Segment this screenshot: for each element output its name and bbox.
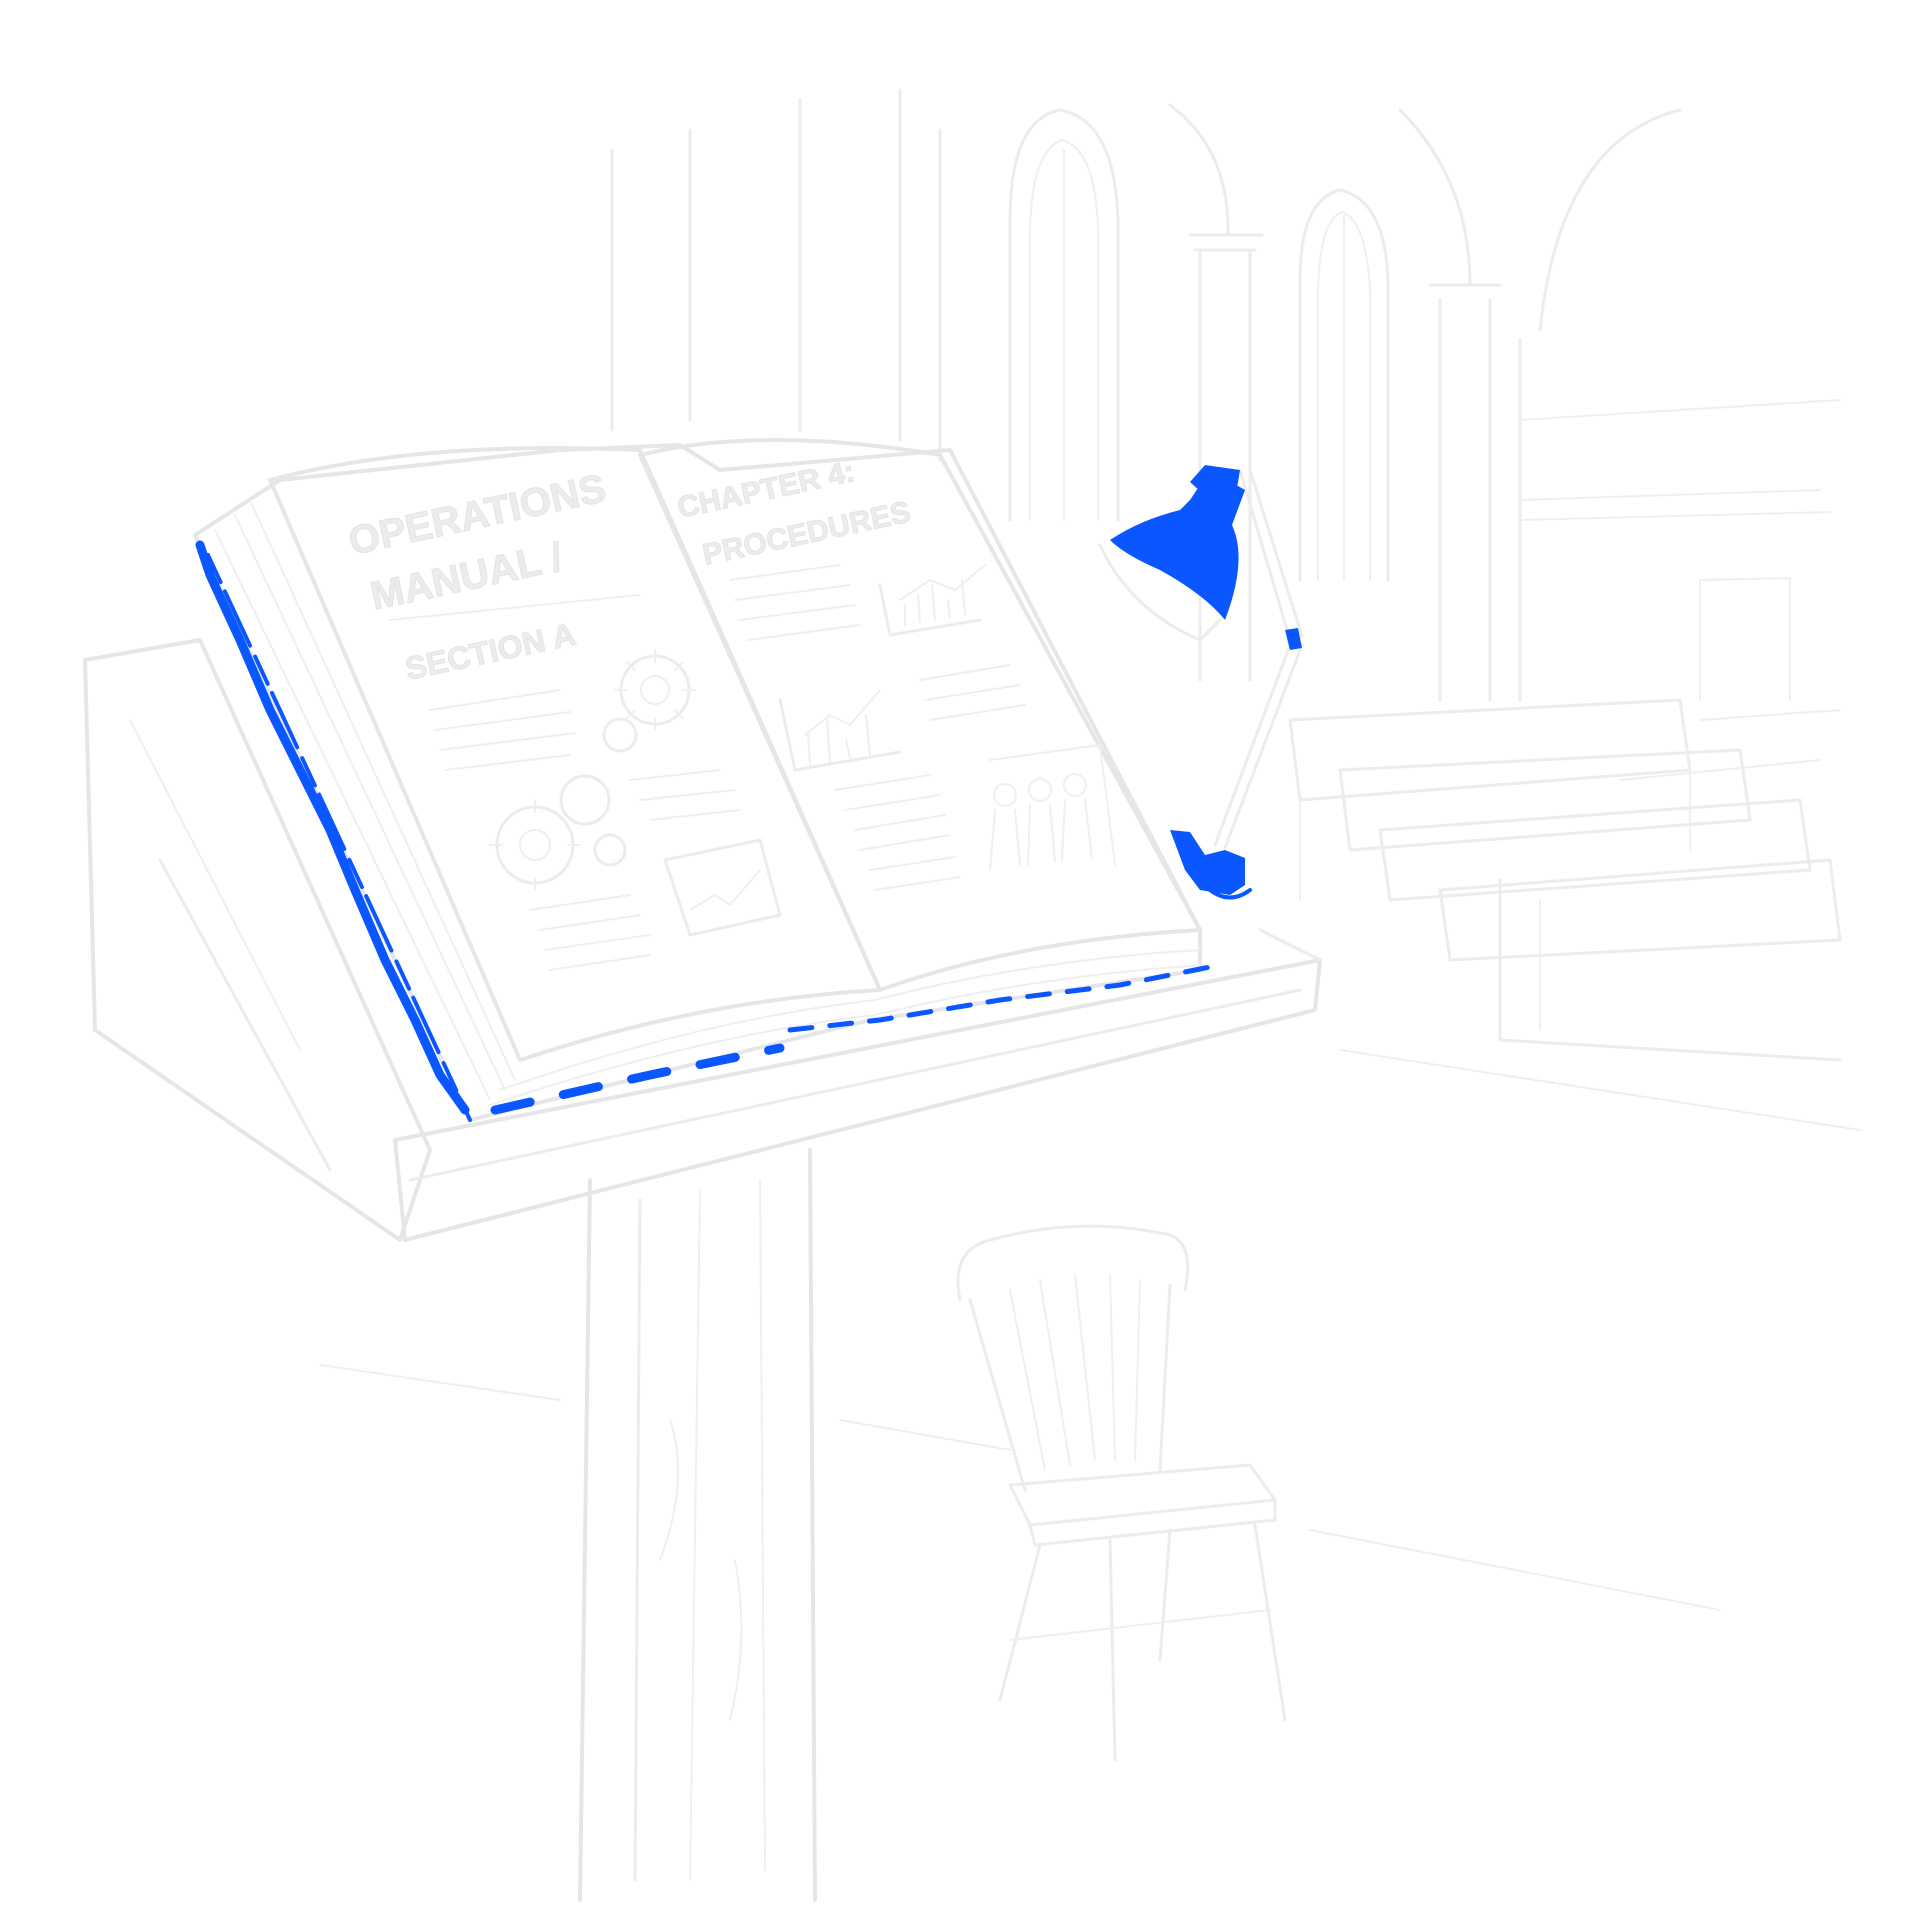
background-hall [319,88,1861,1611]
desk-lamp-icon [1098,465,1304,900]
left-page-section: SECTION A [402,616,579,687]
bar-chart-icon [778,564,986,772]
left-page-text-lines [389,594,741,971]
right-page-text-lines [729,564,1026,891]
lectern-stand [83,638,1322,1902]
book-blue-edge [195,540,1223,1122]
pews [1288,698,1842,1062]
gear-icon [489,649,696,891]
wooden-chair [956,1224,1287,1762]
line-chart-icon [663,838,782,937]
left-page-title-line1: OPERATIONS [345,466,610,563]
people-icon [989,744,1116,871]
open-book: OPERATIONS MANUAL / SECTION A CHAPTER 4:… [193,438,1223,1122]
